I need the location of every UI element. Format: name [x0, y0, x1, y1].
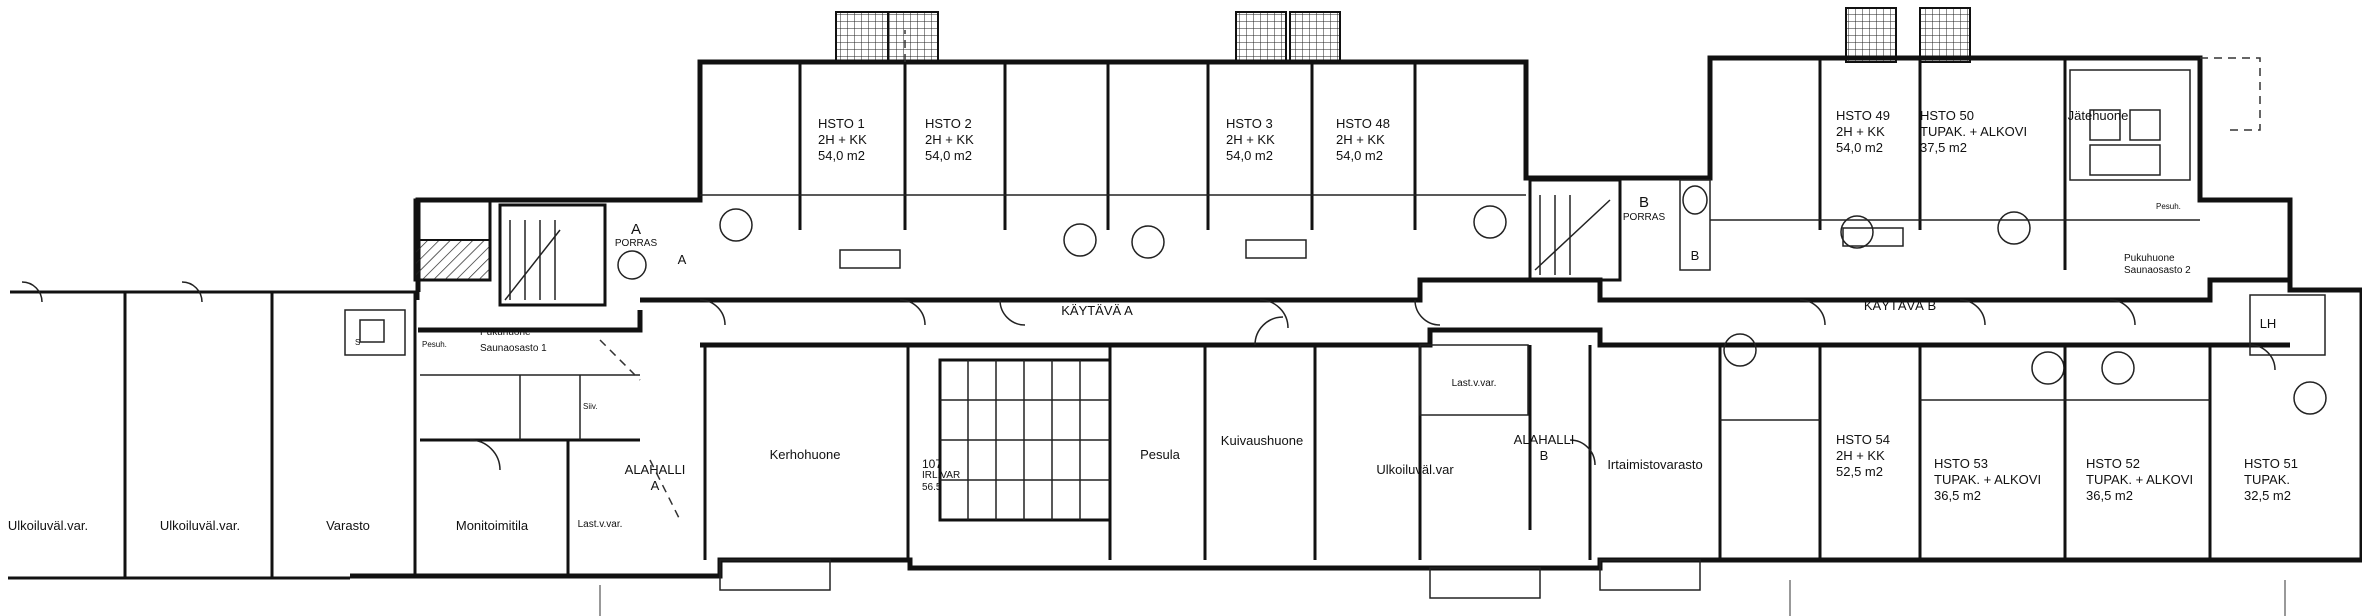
stair-a-label: PORRAS	[614, 238, 658, 249]
corridor-b-label: KÄYTÄVÄ B	[1863, 298, 1937, 313]
stair-b-letter: B	[1638, 194, 1650, 211]
stairs-a-drawing	[413, 198, 647, 307]
corridor-a-label: KÄYTÄVÄ A	[1061, 303, 1133, 318]
lift-b-letter: B	[1690, 248, 1700, 263]
room-lastvvar-2: Last.v.var.	[1451, 378, 1497, 389]
outer-walls	[8, 55, 2362, 580]
room-jatehuone: Jätehuone	[2067, 108, 2129, 123]
room-ulkoiluvalvar-2: Ulkoiluväl.var.	[159, 518, 241, 533]
stair-b-label: PORRAS	[1622, 212, 1666, 223]
south-balconies	[599, 559, 2286, 616]
roof-vents	[835, 7, 1971, 63]
stairs-b-drawing	[1528, 178, 1711, 282]
room-kerhohuone: Kerhohuone	[769, 447, 841, 462]
room-lastvvar-1: Last.v.var.	[577, 519, 623, 530]
room-pesula: Pesula	[1140, 447, 1180, 462]
room-siiv: Siiv.	[583, 402, 598, 411]
room-lh: LH	[2259, 316, 2277, 331]
lift-a-letter: A	[677, 252, 687, 267]
door-swings	[21, 281, 2276, 471]
room-ulkoiluvar: Ulkoiluväl.var	[1376, 462, 1454, 477]
north-apartment-partitions	[700, 58, 2200, 270]
room-ulkoiluvalvar-1: Ulkoiluväl.var.	[7, 518, 89, 533]
stair-a-letter: A	[630, 221, 642, 238]
dashed-lines	[599, 30, 2261, 521]
room-monitoimitila: Monitoimitila	[455, 518, 529, 533]
room-pesuh-1: Pesuh.	[422, 340, 447, 349]
room-s: S	[355, 338, 361, 347]
room-irtaimistovarasto: Irtaimistovarasto	[1607, 457, 1703, 472]
room-pesuh-2: Pesuh.	[2156, 202, 2181, 211]
room-kuivaushuone: Kuivaushuone	[1220, 433, 1304, 448]
room-varasto: Varasto	[326, 518, 370, 533]
cubicle-grid	[938, 358, 1112, 522]
bathroom-fixtures	[719, 205, 2327, 415]
